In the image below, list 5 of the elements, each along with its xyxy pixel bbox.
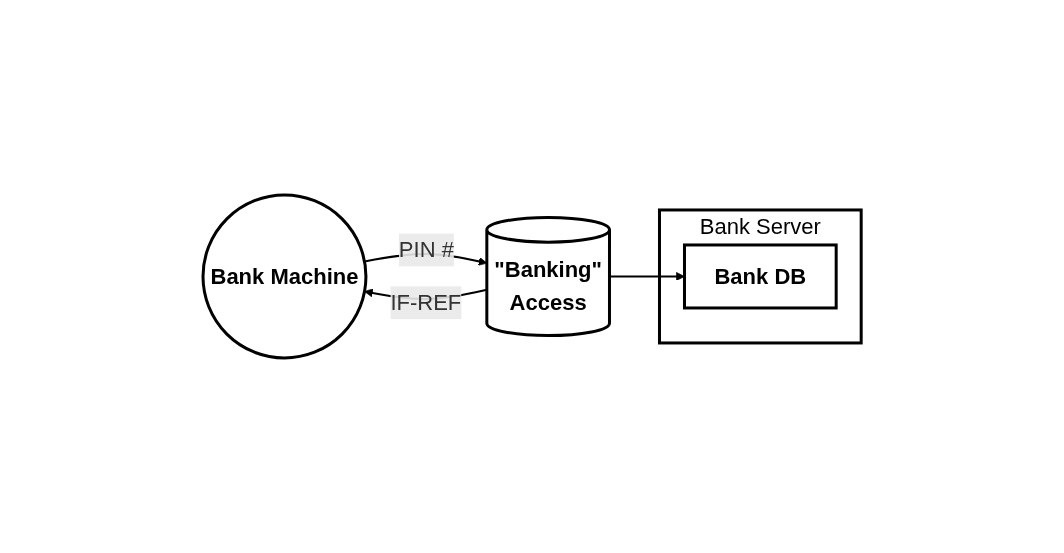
node-box: Bank DB <box>682 243 838 310</box>
arrow <box>608 272 685 281</box>
node-circle: Bank Machine <box>201 193 368 360</box>
edge-label: IF-REF <box>390 290 462 316</box>
edge-label: PIN # <box>398 237 454 263</box>
